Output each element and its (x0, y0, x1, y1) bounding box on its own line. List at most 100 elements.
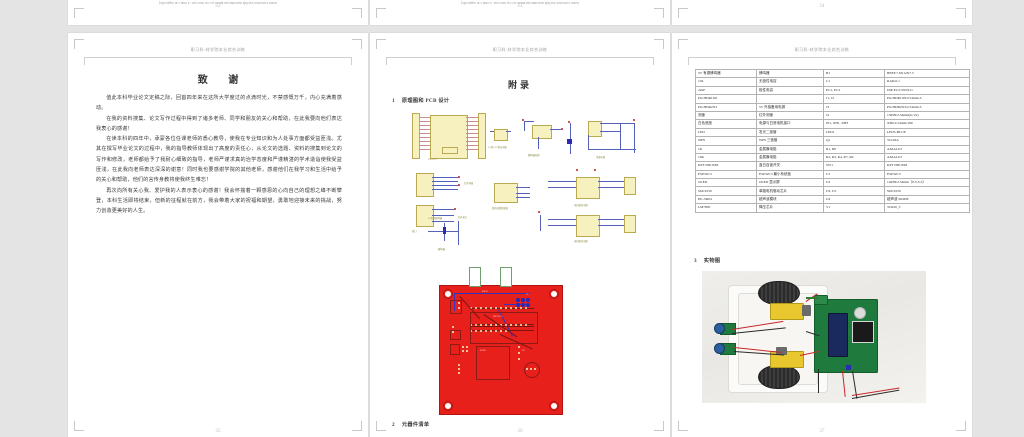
table-cell: EC1, EC2 (823, 85, 885, 96)
table-cell: BEEP 7.6X12X7.5 (884, 68, 970, 79)
table-cell (756, 94, 824, 104)
table-cell: LED5-BLUE (884, 127, 970, 138)
table-cell: TO220_3 (884, 203, 970, 213)
table-cell: XH2/2.54mm/180 (884, 119, 970, 129)
pcb-mounting-hole (550, 290, 558, 298)
table-cell: Pin HDR2X3/2.54mm-S (884, 102, 970, 112)
table-cell: J1, J2 (823, 94, 885, 104)
wheel-rear (758, 365, 800, 389)
table-cell: U1 (823, 169, 885, 180)
table-cell: Pin HDR1X8/2.54mm-S (884, 94, 970, 104)
table-cell: LM7805 (695, 203, 757, 213)
page-title: 附录 (507, 80, 532, 90)
table-cell: U2 (823, 178, 885, 188)
cut-text-2: [opvoideo ur r nerz a - mv.com in r rrt … (461, 1, 579, 5)
schematic-block-motor-driver-2 (576, 215, 600, 237)
table-cell: Pin HDR1X8 (695, 94, 757, 104)
mcu-module (828, 313, 848, 357)
table-cell: 无极性电容 (756, 77, 824, 87)
table-cell: AXIAL0.5 (884, 144, 970, 154)
table-cell: ESP32C3 (884, 169, 970, 180)
crop-mark-icon (74, 8, 84, 18)
ultrasonic-sensor-2 (714, 343, 725, 354)
page-number-bottom-2: 36 (517, 429, 523, 434)
table-cell: 测速 (695, 110, 757, 121)
table-cell: ESP32C3 最小系统板 (756, 169, 824, 180)
table-cell: ESP32C3 (695, 169, 757, 180)
table-cell: B1 (823, 68, 885, 79)
table-cell: 单路电机驱动芯片 (756, 186, 824, 196)
pcb-mounting-hole (444, 290, 452, 298)
table-cell: SW1 (823, 161, 885, 171)
schematic-diagram: ESP32C3 5V转3.3V稳压电路 蜂鸣器电路 (398, 111, 644, 251)
acknowledgment-body: 值此本科毕业论文定稿之际，回首四年来在这所大学度过的点滴时光，不禁感慨万千，内心… (96, 93, 342, 217)
running-header: 职习科-材学院本业综合训练 (190, 47, 246, 52)
table-cell: J4 (823, 110, 885, 121)
page-number-top-2: 33 (517, 4, 523, 9)
page-strip-top-2: [opvoideo ur r nerz a - mv.com in r rrt … (370, 0, 670, 25)
buzzer (854, 307, 866, 319)
crop-mark-icon (678, 39, 688, 49)
table-cell: 10K (695, 152, 757, 163)
section-label: 元器件清单 (401, 422, 430, 428)
table-cell: 极性电容 (756, 85, 824, 96)
page-number-top-3: 34 (819, 4, 825, 9)
table-cell: 红外测速 (756, 110, 824, 121)
table-cell: 5V 外接备用电源 (756, 102, 824, 112)
table-cell: U4 (823, 194, 885, 205)
table-cell: 13PIN/2.54mm(G,V,I) (884, 110, 970, 121)
crop-mark-icon (956, 39, 966, 49)
table-cell: KPT DIP-8X8 (695, 161, 757, 171)
header-rule (386, 57, 654, 65)
table-cell: AXIAL0.5 (884, 152, 970, 163)
schematic-block-power (588, 121, 602, 137)
table-cell: Q1 (823, 136, 885, 146)
schematic-block-connector-2 (416, 205, 434, 227)
page-number-bottom-1: 35 (215, 429, 221, 434)
ultrasonic-sensor-1 (714, 323, 725, 334)
pcb-mounting-hole (550, 402, 558, 410)
table-cell: NPN (695, 136, 757, 146)
page-title: 致 谢 (197, 75, 248, 86)
motor-front (770, 303, 804, 320)
paragraph: 在我的资料搜集、论文写作过程中得到了诸多老师、同学和朋友的关心和帮助，在此我要向… (96, 115, 342, 132)
paragraph: 值此本科毕业论文定稿之际，回首四年来在这所大学度过的点滴时光，不禁感慨万千，内心… (96, 95, 342, 112)
table-cell: HC-SR04 (695, 194, 757, 205)
table-cell: SDC9150 (884, 186, 970, 196)
pcb-mounting-hole (444, 402, 452, 410)
section-number: 2 (392, 422, 395, 428)
table-cell: SDC9150 (695, 186, 757, 196)
crop-mark-icon (654, 39, 664, 49)
cut-text-1: [opvoideo ur r nerz a - mv.com in r rrt … (159, 1, 277, 5)
header-rule (84, 57, 352, 65)
running-header: 职习科-材学院本业综合训练 (794, 47, 850, 52)
table-cell: R2, R3, R4, R7, R9 (823, 152, 885, 163)
robot-car-photo (702, 271, 926, 403)
pcb-edge-tab (469, 267, 481, 287)
table-cell: V1 (823, 203, 885, 213)
paragraph: 再次向所有关心我、爱护我的人表示衷心的感谢！我会怀揣着一颗感恩的心向自己的理想之… (96, 187, 342, 215)
table-cell: LED (695, 127, 757, 138)
table-cell: OLED (695, 178, 757, 188)
table-cell: 降压芯片 (756, 203, 824, 213)
table-cell: C1 (823, 77, 885, 87)
table-cell: 金属膜电阻 (756, 152, 824, 163)
table-cell: JP1, XH1, XH3 (823, 119, 885, 129)
schematic-block-regulator (494, 129, 508, 141)
pcb-component-outline (470, 312, 538, 344)
